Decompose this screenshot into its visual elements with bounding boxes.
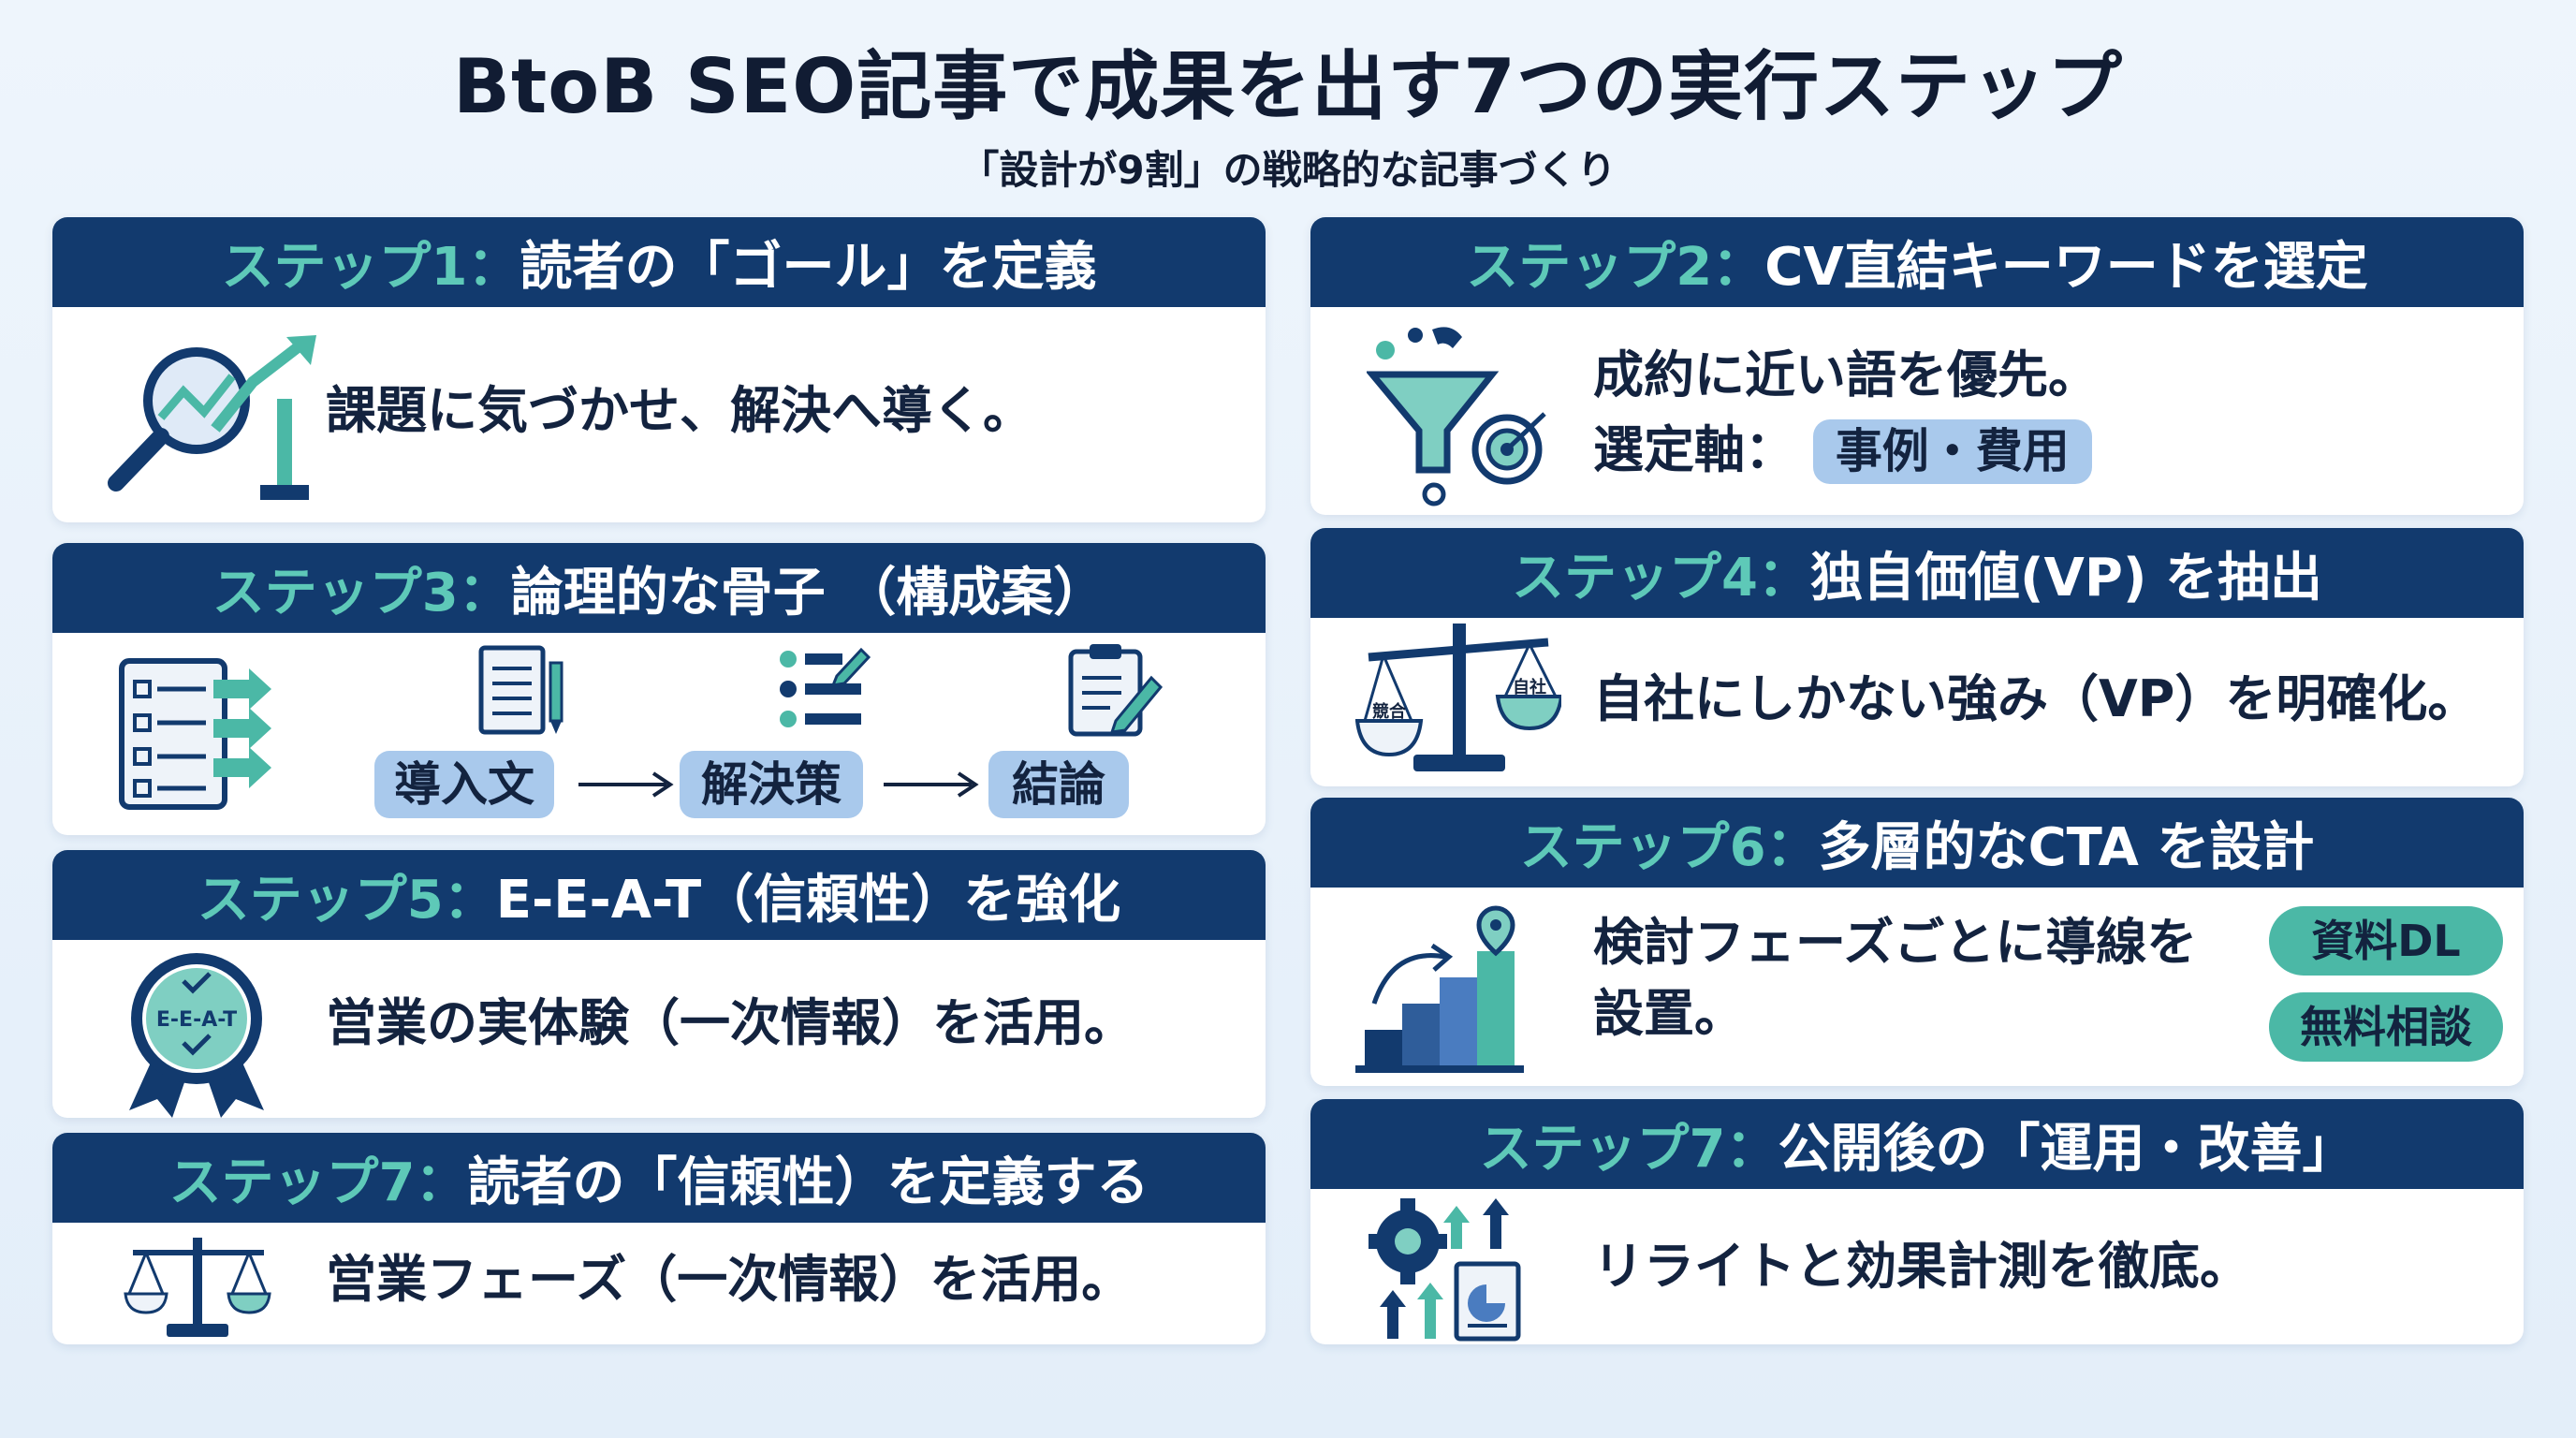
step-label: ステップ2：: [1466, 236, 1765, 298]
step-header: ステップ6： 多層的なCTA を設計: [1310, 798, 2524, 888]
flow-step-intro: 導入文: [374, 751, 554, 818]
step-label: ステップ7：: [168, 1152, 468, 1213]
step-label: ステップ3：: [212, 562, 511, 624]
magnifier-growth-icon: [108, 335, 316, 500]
funnel-target-icon: [1367, 327, 1546, 506]
step-card-7-right: ステップ7： 公開後の「運用・改善」 リライトと効果計測を徹底。: [1310, 1099, 2524, 1344]
stairs-pin-icon: [1355, 905, 1524, 1073]
step-card-7-left: ステップ7： 読者の「信頼性）を定義する 営業フェーズ（一次情報）を活用。: [52, 1133, 1266, 1344]
step-title: 多層的なCTA を設計: [1818, 816, 2315, 878]
badge-text: E-E-A-T: [156, 1008, 237, 1032]
step-header: ステップ3： 論理的な骨子 （構成案）: [52, 543, 1266, 633]
step-label: ステップ7：: [1479, 1118, 1778, 1180]
step-card-3: ステップ3： 論理的な骨子 （構成案）: [52, 543, 1266, 835]
balance-scale-icon: 競合 自社: [1355, 624, 1561, 771]
eeat-badge-icon: E-E-A-T: [129, 953, 264, 1118]
step-text: 成約に近い語を優先。: [1593, 345, 2099, 404]
list-edit-icon: [780, 647, 871, 727]
step-card-6: ステップ6： 多層的なCTA を設計 検討フェーズごとに導線を 設置。 資料DL…: [1310, 798, 2524, 1086]
selection-axis-pill: 事例・費用: [1812, 419, 2092, 484]
arrow-right-icon: [884, 771, 979, 798]
step-card-1: ステップ1： 読者の「ゴール」を定義 課題に気づかせ、解決へ導く。: [52, 217, 1266, 522]
step-header: ステップ2： CV直結キーワードを選定: [1310, 217, 2524, 307]
flow-step-solution: 解決策: [680, 751, 863, 818]
step-text: リライトと効果計測を徹底。: [1593, 1237, 2250, 1296]
step-text: 営業の実体験（一次情報）を活用。: [326, 993, 1134, 1052]
step-text-line2: 設置。: [1593, 984, 1745, 1043]
flow-step-conclusion: 結論: [988, 751, 1129, 818]
step-card-2: ステップ2： CV直結キーワードを選定 成約に近い語を優先。 選定軸： 事例・費…: [1310, 217, 2524, 515]
step-card-4: ステップ4： 独自価値(VP) を抽出 競合 自社 自社にしかない強み（VP）を…: [1310, 528, 2524, 786]
page-subtitle: 「設計が9割」の戦略的な記事づくり: [959, 147, 1617, 193]
gear-report-icon: [1368, 1198, 1521, 1342]
scale-right-label: 自社: [1513, 677, 1546, 697]
cta-document-download: 資料DL: [2269, 906, 2503, 976]
step-header: ステップ7： 読者の「信頼性）を定義する: [52, 1133, 1266, 1223]
step-title: 読者の「ゴール」を定義: [520, 236, 1097, 298]
step-label: ステップ6：: [1519, 816, 1819, 878]
scale-left-label: 競合: [1372, 701, 1407, 722]
page-title: BtoB SEO記事で成果を出す7つの実行ステップ: [453, 43, 2123, 130]
selection-axis: 選定軸： 事例・費用: [1593, 418, 2092, 484]
arrow-right-icon: [578, 771, 674, 798]
step-header: ステップ7： 公開後の「運用・改善」: [1310, 1099, 2524, 1189]
step-text: 課題に気づかせ、解決へ導く。: [326, 381, 1033, 440]
step-title: 独自価値(VP) を抽出: [1809, 547, 2323, 609]
checklist-icon: [119, 658, 271, 810]
step-text: 営業フェーズ（一次情報）を活用。: [326, 1250, 1133, 1309]
selection-axis-label: 選定軸：: [1593, 420, 1795, 479]
step-title: 読者の「信頼性）を定義する: [467, 1152, 1149, 1213]
step-text-line1: 検討フェーズごとに導線を: [1593, 913, 2198, 972]
step-label: ステップ4：: [1511, 547, 1810, 609]
document-pen-icon: [478, 645, 564, 735]
step-title: 論理的な骨子 （構成案）: [510, 562, 1106, 624]
step-text: 自社にしかない強み（VP）を明確化。: [1593, 669, 2479, 728]
step-title: CV直結キーワードを選定: [1764, 236, 2368, 298]
step-card-5: ステップ5： E-E-A-T（信頼性）を強化 E-E-A-T 営業の実体験（一次…: [52, 850, 1266, 1118]
step-title: E-E-A-T（信頼性）を強化: [495, 869, 1121, 931]
step-label: ステップ1：: [221, 236, 520, 298]
step-title: 公開後の「運用・改善」: [1778, 1118, 2355, 1180]
step-header: ステップ5： E-E-A-T（信頼性）を強化: [52, 850, 1266, 940]
step-label: ステップ5：: [197, 869, 496, 931]
clipboard-pen-icon: [1068, 644, 1164, 737]
cta-free-consultation: 無料相談: [2269, 992, 2503, 1062]
step-header: ステップ4： 独自価値(VP) を抽出: [1310, 528, 2524, 618]
step-header: ステップ1： 読者の「ゴール」を定義: [52, 217, 1266, 307]
scale-icon: [124, 1238, 271, 1337]
